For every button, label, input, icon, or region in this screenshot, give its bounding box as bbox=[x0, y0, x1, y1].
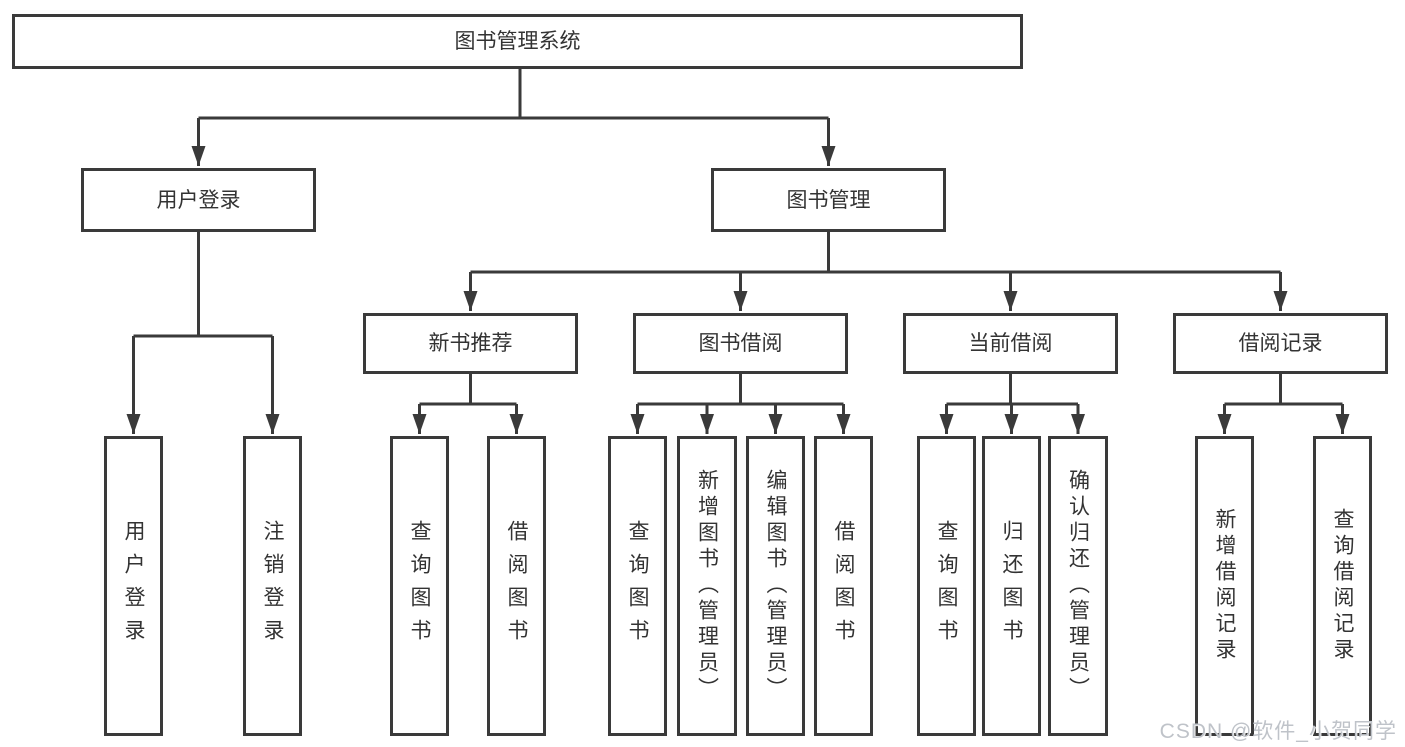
leaf-edit-book-admin: 编辑图书（管理员） bbox=[746, 436, 805, 736]
node-user-login: 用户登录 bbox=[81, 168, 316, 232]
node-system-root: 图书管理系统 bbox=[12, 14, 1023, 69]
leaf-add-borrow-record-label: 新增借阅记录 bbox=[1213, 508, 1236, 664]
leaf-recommend-borrow-book: 借阅图书 bbox=[487, 436, 546, 736]
leaf-logout-label: 注销登录 bbox=[261, 520, 284, 652]
node-borrow-record: 借阅记录 bbox=[1173, 313, 1388, 374]
csdn-watermark: CSDN @软件_小贺同学 bbox=[1159, 720, 1397, 743]
node-book-borrow: 图书借阅 bbox=[633, 313, 848, 374]
leaf-borrow-query-book-label: 查询图书 bbox=[626, 520, 649, 652]
leaf-query-borrow-record: 查询借阅记录 bbox=[1313, 436, 1372, 736]
leaf-borrow-book-label: 借阅图书 bbox=[832, 520, 855, 652]
node-book-management: 图书管理 bbox=[711, 168, 946, 232]
leaf-borrow-book: 借阅图书 bbox=[814, 436, 873, 736]
leaf-current-query-book-label: 查询图书 bbox=[935, 520, 958, 652]
leaf-recommend-query-book: 查询图书 bbox=[390, 436, 449, 736]
leaf-return-book-label: 归还图书 bbox=[1000, 520, 1023, 652]
leaf-query-borrow-record-label: 查询借阅记录 bbox=[1331, 508, 1354, 664]
leaf-borrow-query-book: 查询图书 bbox=[608, 436, 667, 736]
leaf-confirm-return-admin: 确认归还（管理员） bbox=[1048, 436, 1108, 736]
leaf-recommend-query-book-label: 查询图书 bbox=[408, 520, 431, 652]
node-current-borrow: 当前借阅 bbox=[903, 313, 1118, 374]
node-new-book-recommend: 新书推荐 bbox=[363, 313, 578, 374]
leaf-confirm-return-admin-label: 确认归还（管理员） bbox=[1066, 469, 1090, 703]
leaf-add-book-admin-label: 新增图书（管理员） bbox=[695, 469, 719, 703]
leaf-recommend-borrow-book-label: 借阅图书 bbox=[505, 520, 528, 652]
leaf-current-query-book: 查询图书 bbox=[917, 436, 976, 736]
leaf-logout: 注销登录 bbox=[243, 436, 302, 736]
leaf-user-login: 用户登录 bbox=[104, 436, 163, 736]
leaf-add-borrow-record: 新增借阅记录 bbox=[1195, 436, 1254, 736]
leaf-add-book-admin: 新增图书（管理员） bbox=[677, 436, 737, 736]
leaf-return-book: 归还图书 bbox=[982, 436, 1041, 736]
leaf-user-login-label: 用户登录 bbox=[122, 520, 145, 652]
leaf-edit-book-admin-label: 编辑图书（管理员） bbox=[764, 469, 787, 703]
